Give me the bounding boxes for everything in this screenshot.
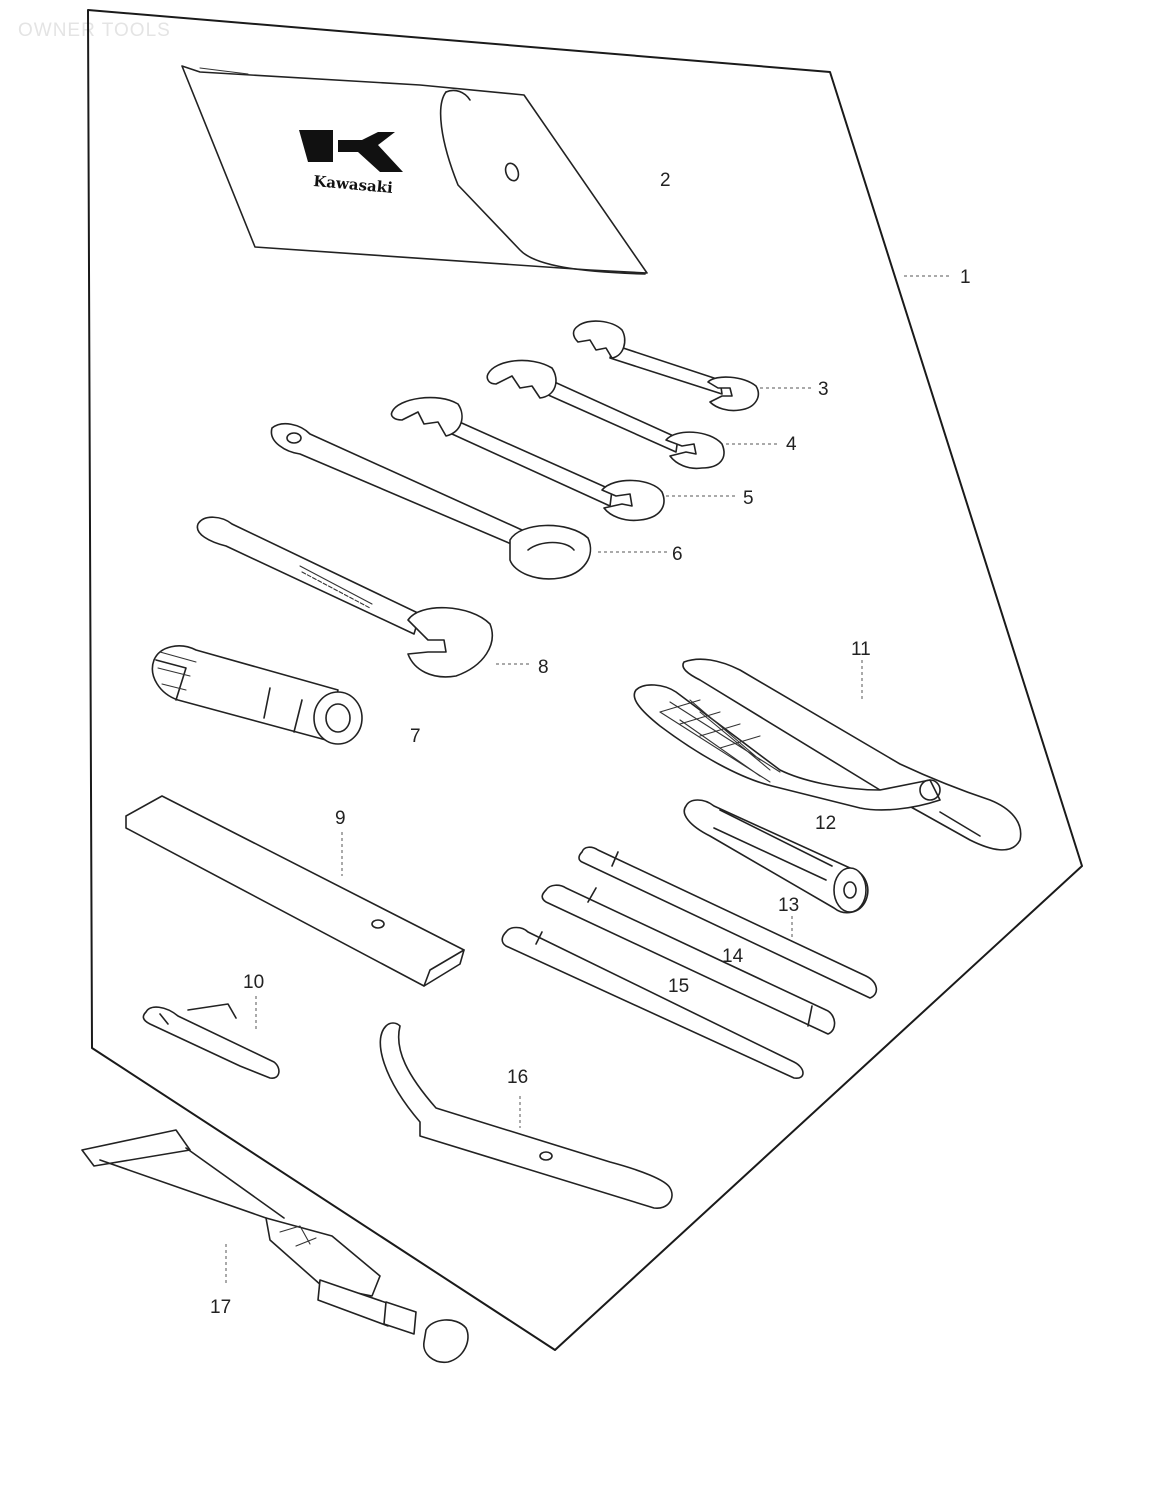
wrench-part-5 — [390, 396, 665, 522]
callout-3: 3 — [818, 379, 829, 400]
callout-14: 14 — [722, 946, 744, 967]
callout-2: 2 — [660, 170, 671, 191]
wrench-part-6 — [270, 422, 592, 580]
callout-16: 16 — [507, 1067, 528, 1088]
callout-10: 10 — [243, 972, 264, 993]
callout-15: 15 — [668, 976, 689, 997]
socket-set-part-17 — [81, 1129, 469, 1364]
wrench-part-8 — [196, 516, 493, 678]
callout-11: 11 — [851, 639, 871, 660]
kawasaki-logo: Kawasaki — [299, 130, 403, 197]
tool-bag-outline — [87, 9, 1083, 1351]
screwdriver-part-15 — [501, 926, 804, 1079]
screwdriver-part-13 — [578, 846, 878, 999]
plug-socket-part-7 — [151, 645, 363, 745]
callout-4: 4 — [786, 434, 797, 455]
callout-8: 8 — [538, 657, 549, 678]
page-header: OWNER TOOLS — [18, 20, 171, 41]
callout-7: 7 — [410, 726, 421, 747]
tool-part-10 — [142, 1003, 280, 1079]
wrench-part-3 — [572, 320, 760, 412]
screwdriver-part-14 — [541, 884, 836, 1035]
screwdriver-handle-part-12 — [683, 799, 869, 914]
callout-9: 9 — [335, 808, 346, 829]
pliers-part-11 — [633, 658, 1022, 851]
callout-17: 17 — [210, 1297, 231, 1318]
hook-spanner-part-16 — [379, 1022, 673, 1209]
wrench-part-4 — [486, 359, 725, 470]
tool-pouch: Kawasaki — [181, 65, 648, 275]
callout-1: 1 — [960, 267, 971, 288]
callout-13: 13 — [778, 895, 799, 916]
kawasaki-wordmark: Kawasaki — [313, 172, 394, 197]
callout-5: 5 — [743, 488, 754, 509]
tool-part-9 — [125, 795, 465, 987]
callout-12: 12 — [815, 813, 836, 834]
callout-6: 6 — [672, 544, 683, 565]
